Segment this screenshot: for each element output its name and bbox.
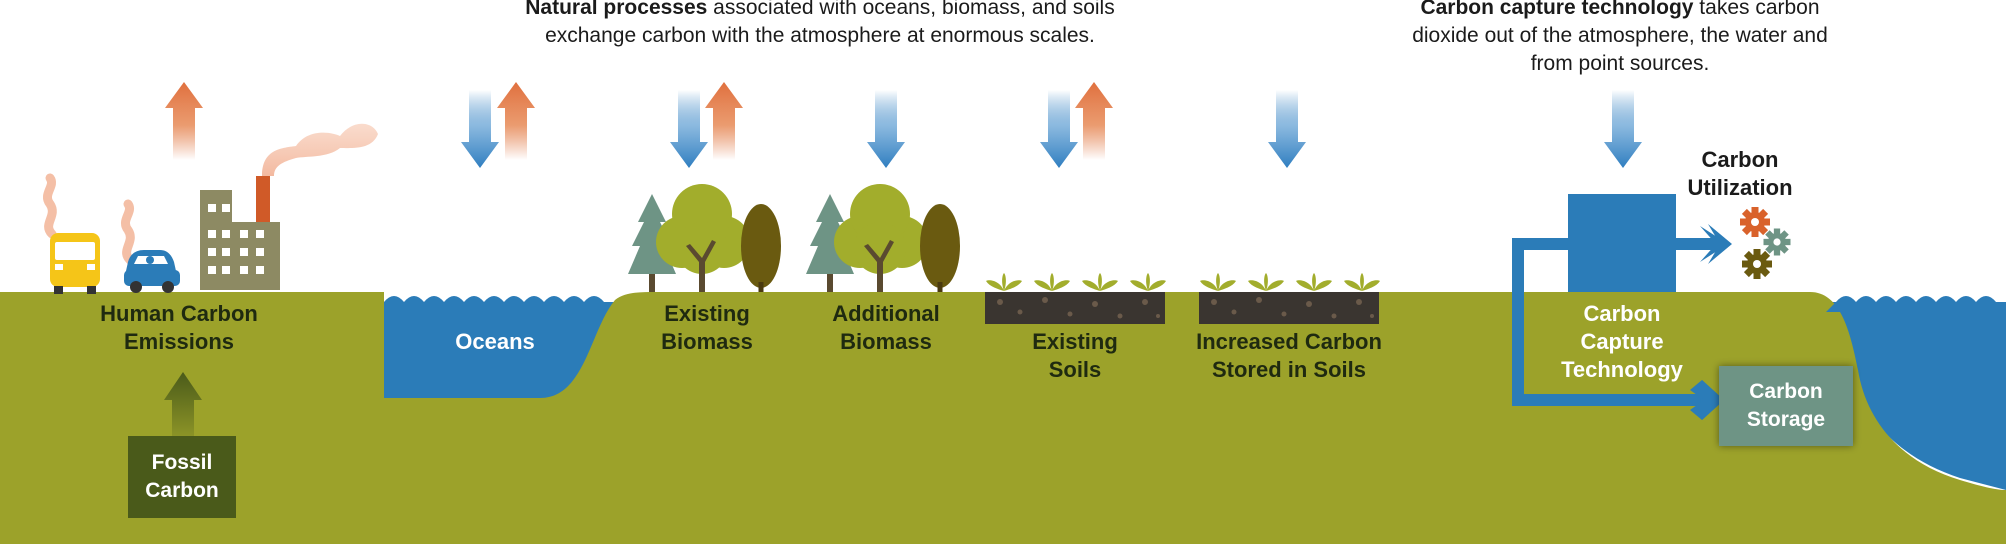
- capture-technology-note: Carbon capture technology takes carbon d…: [1340, 0, 1900, 78]
- existing-soils-strip: [985, 273, 1166, 324]
- natural-processes-rest: associated with oceans, biomass, and soi…: [707, 0, 1115, 19]
- increased-soils-absorb-arrow: [1268, 90, 1306, 168]
- seedling-icon: [1200, 273, 1236, 291]
- capture-unit: [1568, 194, 1676, 292]
- existing-biomass-trees: [628, 184, 781, 292]
- biomass-absorb-arrow: [670, 90, 708, 168]
- tree-icon: [834, 184, 928, 292]
- arrow-icon: [1700, 226, 1728, 262]
- gear-icon: [1740, 207, 1770, 237]
- sea-water-right: [1830, 302, 2006, 490]
- emission-arrow: [165, 82, 203, 160]
- natural-processes-line2: exchange carbon with the atmosphere at e…: [545, 24, 1095, 47]
- gear-icon: [1763, 228, 1791, 256]
- increased-soils-strip: [1199, 273, 1380, 324]
- oceans-label: Oceans: [455, 329, 535, 354]
- additional-biomass-trees: [806, 184, 960, 292]
- seedling-icon: [1248, 273, 1284, 291]
- capture-technology-line3: from point sources.: [1530, 52, 1710, 75]
- capture-absorb-arrow: [1604, 90, 1642, 168]
- capture-technology-line2: dioxide out of the atmosphere, the water…: [1412, 24, 1828, 47]
- factory-smoke: [262, 123, 378, 176]
- natural-processes-note: Natural processes associated with oceans…: [420, 0, 1220, 50]
- ocean-release-arrow: [497, 82, 535, 160]
- soils-absorb-arrow: [1040, 90, 1078, 168]
- fossil-up-arrow: [164, 372, 202, 436]
- ocean-absorb-arrow: [461, 90, 499, 168]
- seedling-icon: [1296, 273, 1332, 291]
- bus-exhaust: [43, 173, 57, 239]
- seedling-icon: [1130, 273, 1166, 291]
- soils-release-arrow: [1075, 82, 1113, 160]
- seedling-icon: [1034, 273, 1070, 291]
- seedling-icon: [986, 273, 1022, 291]
- factory-icon: [200, 176, 280, 290]
- tree-icon: [741, 204, 781, 292]
- car-exhaust: [121, 199, 135, 265]
- car-icon: [124, 250, 180, 293]
- ground: [0, 292, 2006, 544]
- tree-icon: [920, 204, 960, 292]
- seedling-icon: [1344, 273, 1380, 291]
- seedling-icon: [1082, 273, 1118, 291]
- gear-icon: [1742, 249, 1772, 279]
- tree-icon: [656, 184, 750, 292]
- arrow-icon: [1690, 380, 1724, 420]
- fossil-box-frame: [128, 436, 236, 518]
- bus-icon: [50, 233, 100, 294]
- capture-technology-bold: Carbon capture technology: [1420, 0, 1694, 19]
- biomass-release-arrow: [705, 82, 743, 160]
- capture-technology-rest: takes carbon: [1693, 0, 1820, 19]
- sea-waves-right: [1826, 296, 1996, 312]
- capture-flow-arrow: [1512, 238, 1702, 406]
- ocean-waves: [384, 296, 604, 312]
- additional-biomass-absorb-arrow: [867, 90, 905, 168]
- natural-processes-bold: Natural processes: [525, 0, 708, 19]
- storage-box-frame: [1719, 366, 1853, 446]
